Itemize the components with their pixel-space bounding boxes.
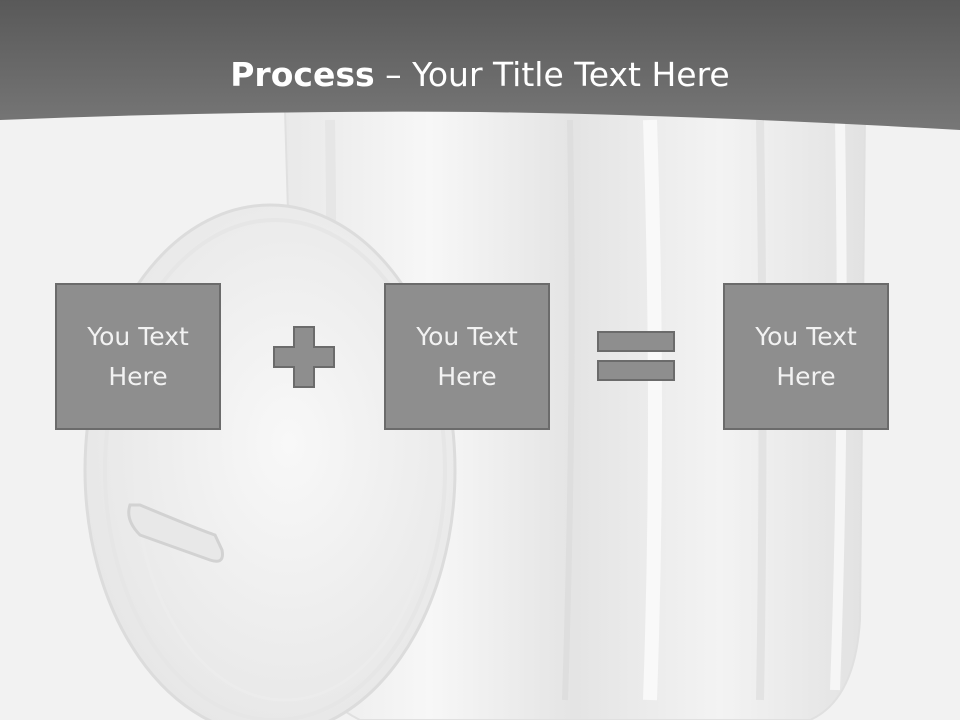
process-box-2-label: You Text Here	[416, 321, 518, 391]
slide-title: Process – Your Title Text Here	[0, 52, 960, 98]
header-band	[0, 0, 960, 130]
process-box-1-label: You Text Here	[87, 321, 189, 391]
title-bold: Process	[230, 55, 375, 94]
equals-icon	[597, 331, 675, 381]
process-box-3-label: You Text Here	[755, 321, 857, 391]
plus-icon	[273, 326, 335, 388]
process-box-1[interactable]: You Text Here	[55, 283, 221, 430]
title-rest: – Your Title Text Here	[374, 55, 730, 94]
process-box-2[interactable]: You Text Here	[384, 283, 550, 430]
process-box-3[interactable]: You Text Here	[723, 283, 889, 430]
